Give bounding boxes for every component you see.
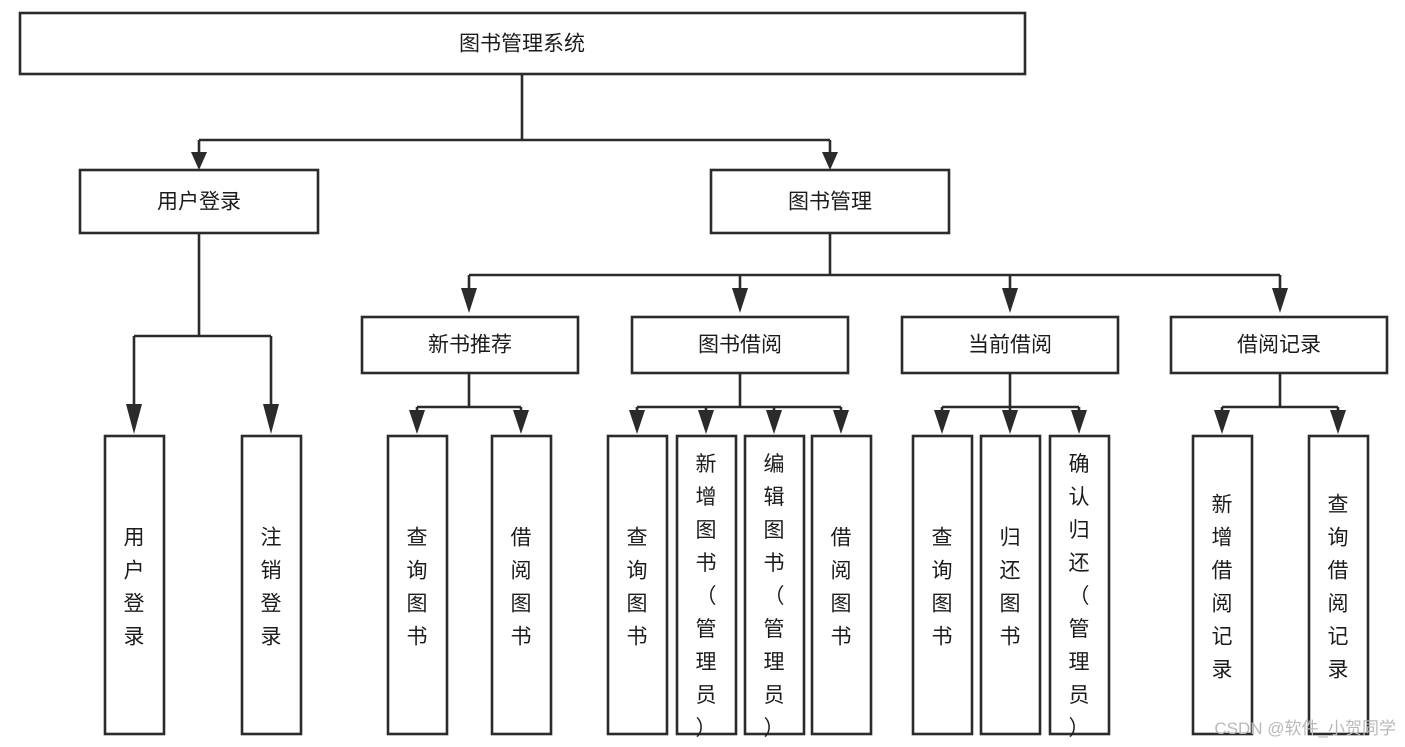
node-leaf-add-book[interactable]: 新增图书（管理员） (675, 434, 738, 740)
node-leaf-borrow-book-1[interactable]: 借阅图书 (490, 434, 553, 736)
node-root[interactable]: 图书管理系统 (18, 11, 1027, 76)
node-leaf-edit-book-box[interactable] (743, 434, 806, 736)
node-new-book-recommend-box[interactable] (360, 315, 580, 375)
node-leaf-add-record[interactable]: 新增借阅记录 (1191, 434, 1254, 736)
node-leaf-query-book-2-label: 查询图书 (627, 527, 648, 649)
arrow-head-user-login (191, 152, 207, 170)
arrow-head-book-borrow (732, 288, 748, 313)
node-leaf-borrow-book-2-box[interactable] (810, 434, 873, 736)
node-user-login-box[interactable] (78, 168, 320, 235)
arrow-head-leaf-user-login (126, 404, 142, 434)
node-leaf-query-book-2[interactable]: 查询图书 (606, 434, 669, 736)
node-leaf-query-record-box[interactable] (1307, 434, 1370, 736)
node-book-borrow-label: 图书借阅 (698, 334, 782, 357)
arrow-head-leaf-return-book (1002, 410, 1018, 434)
connector-layer (126, 74, 1346, 434)
node-current-borrow-label: 当前借阅 (968, 334, 1052, 357)
node-leaf-edit-book[interactable]: 编辑图书（管理员） (743, 434, 806, 740)
arrow-head-borrow-record (1272, 288, 1288, 313)
node-root-box[interactable] (18, 11, 1027, 76)
node-borrow-record-box[interactable] (1169, 315, 1389, 375)
node-leaf-query-book-3-label: 查询图书 (932, 527, 953, 649)
node-book-management-label: 图书管理 (788, 191, 872, 214)
node-leaf-user-login-label: 用户登录 (124, 527, 145, 649)
node-book-management[interactable]: 图书管理 (709, 168, 951, 235)
node-leaf-add-book-box[interactable] (675, 434, 738, 736)
node-new-book-recommend-label: 新书推荐 (428, 334, 512, 357)
arrow-head-current-borrow (1002, 288, 1018, 313)
node-leaf-query-book-3-box[interactable] (911, 434, 974, 736)
node-user-login[interactable]: 用户登录 (78, 168, 320, 235)
arrow-head-leaf-add-book (698, 410, 714, 434)
node-leaf-borrow-book-2[interactable]: 借阅图书 (810, 434, 873, 736)
node-leaf-add-record-label: 新增借阅记录 (1212, 494, 1233, 682)
node-leaf-edit-book-label: 编辑图书（管理员） (764, 453, 785, 740)
node-root-label: 图书管理系统 (459, 33, 585, 56)
node-leaf-borrow-book-1-label: 借阅图书 (511, 527, 532, 649)
node-leaf-return-book-box[interactable] (979, 434, 1042, 736)
arrow-head-leaf-edit-book (766, 410, 782, 434)
node-leaf-user-login-box[interactable] (103, 434, 166, 736)
node-current-borrow[interactable]: 当前借阅 (900, 315, 1120, 375)
node-leaf-return-book[interactable]: 归还图书 (979, 434, 1042, 736)
arrow-head-leaf-borrow-book-2 (833, 410, 849, 434)
node-borrow-record-label: 借阅记录 (1237, 334, 1321, 357)
arrow-head-leaf-confirm-return (1071, 410, 1087, 434)
watermark-label: CSDN @软件_小贺同学 (1214, 719, 1396, 738)
arrow-head-leaf-query-book-1 (409, 410, 425, 434)
node-leaf-query-record[interactable]: 查询借阅记录 (1307, 434, 1370, 736)
node-leaf-query-record-label: 查询借阅记录 (1328, 494, 1349, 682)
node-leaf-logout-label: 注销登录 (261, 527, 282, 649)
node-book-management-box[interactable] (709, 168, 951, 235)
arrow-head-new-book-recommend (461, 288, 477, 313)
node-leaf-logout[interactable]: 注销登录 (240, 434, 303, 736)
node-leaf-borrow-book-2-label: 借阅图书 (831, 527, 852, 649)
node-leaf-borrow-book-1-box[interactable] (490, 434, 553, 736)
node-book-borrow-box[interactable] (630, 315, 850, 375)
node-leaf-query-book-1-box[interactable] (386, 434, 449, 736)
arrow-head-leaf-query-record (1330, 410, 1346, 434)
node-leaf-return-book-label: 归还图书 (1000, 527, 1021, 649)
node-leaf-user-login[interactable]: 用户登录 (103, 434, 166, 736)
node-new-book-recommend[interactable]: 新书推荐 (360, 315, 580, 375)
arrow-head-leaf-logout (263, 404, 279, 434)
node-leaf-confirm-return[interactable]: 确认归还（管理员） (1048, 434, 1111, 740)
node-leaf-confirm-return-box[interactable] (1048, 434, 1111, 736)
node-leaf-query-book-1-label: 查询图书 (407, 527, 428, 649)
node-leaf-logout-box[interactable] (240, 434, 303, 736)
node-leaf-add-book-label: 新增图书（管理员） (696, 453, 717, 740)
arrow-head-leaf-query-book-2 (629, 410, 645, 434)
node-leaf-confirm-return-label: 确认归还（管理员） (1069, 453, 1090, 740)
arrow-head-book-management (822, 152, 838, 170)
leaf-nodes-layer: 用户登录 注销登录 查询图书 借阅图书 查询图书 新增图书（管理员） (103, 434, 1370, 740)
node-leaf-query-book-3[interactable]: 查询图书 (911, 434, 974, 736)
arrow-head-leaf-borrow-book-1 (513, 410, 529, 434)
node-current-borrow-box[interactable] (900, 315, 1120, 375)
arrow-head-leaf-query-book-3 (934, 410, 950, 434)
node-borrow-record[interactable]: 借阅记录 (1169, 315, 1389, 375)
node-leaf-query-book-2-box[interactable] (606, 434, 669, 736)
node-book-borrow[interactable]: 图书借阅 (630, 315, 850, 375)
arrow-head-leaf-add-record (1214, 410, 1230, 434)
node-leaf-query-book-1[interactable]: 查询图书 (386, 434, 449, 736)
node-leaf-add-record-box[interactable] (1191, 434, 1254, 736)
node-user-login-label: 用户登录 (157, 191, 241, 214)
